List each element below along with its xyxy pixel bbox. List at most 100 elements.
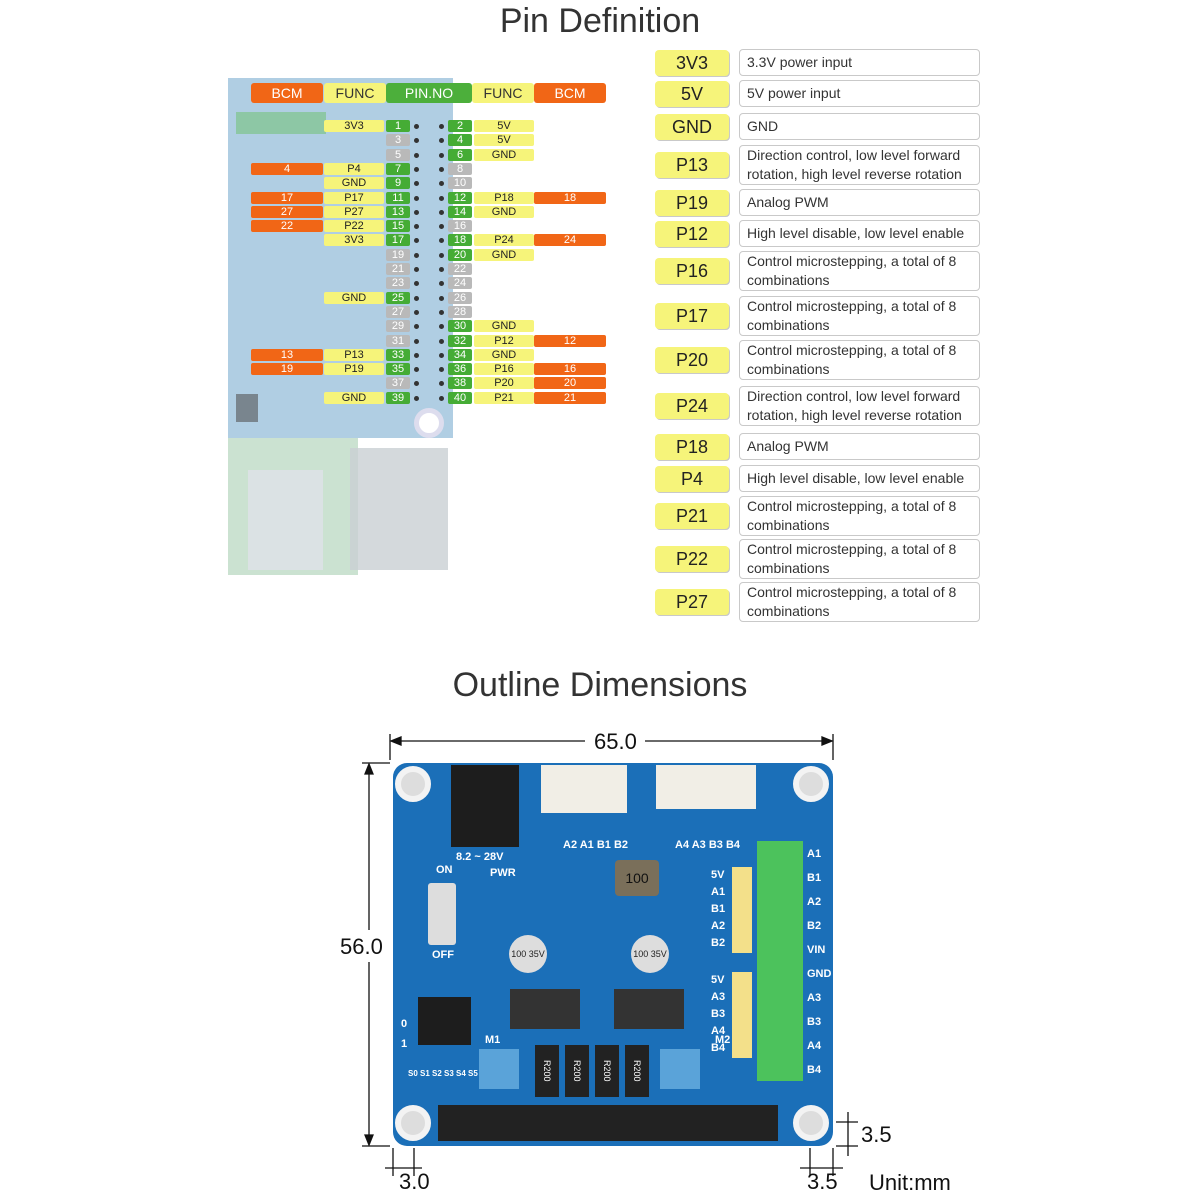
pin-definition-title: Pin Definition [499, 2, 701, 40]
pin-description: Control microstepping, a total of 8 comb… [739, 251, 980, 291]
pin-dot [414, 238, 419, 244]
pin-number-odd: 31 [386, 334, 410, 347]
pin-number-odd: 23 [386, 277, 410, 290]
pin-label: 5V [655, 80, 729, 107]
pin-dot [439, 381, 444, 387]
hat-board: A2 A1 B1 B2 A4 A3 B3 B4 8.2 ~ 28V PWR ON… [393, 763, 833, 1146]
dim-height: 56.0 [340, 934, 383, 959]
func-left-cell: P27 [324, 205, 384, 218]
pin-dot [414, 395, 419, 401]
pin-label: P22 [655, 546, 729, 572]
pin-dot [439, 252, 444, 258]
dim-unit: Unit:mm [869, 1170, 951, 1195]
potentiometer-1 [479, 1049, 519, 1089]
terminal-label: A4 [807, 1040, 822, 1052]
pin-dot [414, 166, 419, 172]
bcm-right-cell: 24 [534, 234, 606, 247]
func-left-cell: P17 [324, 191, 384, 204]
func-right-cell: P18 [474, 191, 534, 204]
pin-dot [414, 152, 419, 158]
connector-1 [541, 765, 627, 813]
pin-dot [414, 367, 419, 373]
pin-number-even: 30 [448, 320, 472, 333]
pin-dot [439, 166, 444, 172]
pin-dot [414, 338, 419, 344]
dim-width: 65.0 [594, 729, 637, 754]
pin-label: P18 [655, 433, 729, 460]
header-2-label: B4 [711, 1042, 726, 1054]
pin-label: P16 [655, 258, 729, 284]
resistor: R200 [625, 1045, 649, 1097]
resistor: R200 [565, 1045, 589, 1097]
func-left-cell: GND [324, 177, 384, 190]
pin-number-odd: 27 [386, 305, 410, 318]
pin-number-odd: 19 [386, 248, 410, 261]
func-left-cell: 3V3 [324, 120, 384, 132]
pin-dot [439, 209, 444, 215]
pin-number-odd: 7 [386, 162, 410, 175]
pin-number-odd: 15 [386, 220, 410, 233]
inductor: 100 [615, 860, 659, 896]
pin-dot [439, 309, 444, 315]
func-right-cell: 5V [474, 120, 534, 132]
pin-dot [414, 138, 419, 144]
header-2-label: 5V [711, 974, 725, 986]
pin-number-even: 16 [448, 220, 472, 233]
pin-number-even: 28 [448, 305, 472, 318]
pin-dot [439, 124, 444, 129]
pin-dot [414, 281, 419, 287]
func-right-cell: 5V [474, 134, 534, 147]
pin-number-odd: 1 [386, 120, 410, 132]
header-1-label: A1 [711, 886, 726, 898]
bcm-left-cell: 27 [251, 205, 323, 218]
pin-dot [439, 338, 444, 344]
pin-dot [439, 138, 444, 144]
pin-dot [414, 295, 419, 301]
pin-dot [414, 252, 419, 258]
pin-number-odd: 3 [386, 134, 410, 147]
pin-label: P13 [655, 152, 729, 178]
func-left-cell: 3V3 [324, 234, 384, 247]
func-left-cell: P4 [324, 162, 384, 175]
terminal-label: A1 [807, 848, 822, 860]
pin-number-even: 32 [448, 334, 472, 347]
terminal-block [757, 841, 803, 1081]
pin-number-even: 12 [448, 191, 472, 204]
pin-dot [414, 224, 419, 230]
pin-dot [439, 352, 444, 358]
pin-label: P27 [655, 589, 729, 615]
pin-description: GND [739, 113, 980, 140]
pin-dot [439, 395, 444, 401]
pin-number-odd: 29 [386, 320, 410, 333]
pin-dot [439, 224, 444, 230]
pin-dot [414, 209, 419, 215]
func-right-cell: GND [474, 320, 534, 333]
bcm-left-cell: 17 [251, 191, 323, 204]
pin-number-even: 20 [448, 248, 472, 261]
header-1 [732, 867, 752, 953]
func-right-cell: GND [474, 348, 534, 361]
pin-description: Direction control, low level forward rot… [739, 145, 980, 185]
driver-chip-2 [614, 989, 684, 1029]
pin-number-even: 18 [448, 234, 472, 247]
m1-label: M1 [485, 1034, 501, 1046]
pin-dot [414, 352, 419, 358]
pin-description: 5V power input [739, 80, 980, 107]
dip-label: S0 S1 S2 S3 S4 S5 [408, 1069, 478, 1078]
outline-dimensions-title: Outline Dimensions [452, 666, 748, 704]
dip-0-label: 0 [401, 1018, 408, 1030]
header-bcm-right: BCM [534, 83, 606, 103]
pin-description: Control microstepping, a total of 8 comb… [739, 496, 980, 536]
mount-hole [793, 766, 829, 802]
dip-1-label: 1 [401, 1038, 408, 1050]
terminal-label: A3 [807, 992, 822, 1004]
resistor: R200 [595, 1045, 619, 1097]
func-left-cell: P19 [324, 363, 384, 376]
bcm-left-cell: 19 [251, 363, 323, 376]
bcm-left-cell: 13 [251, 348, 323, 361]
pin-number-odd: 37 [386, 377, 410, 390]
header-func-right: FUNC [472, 83, 534, 103]
pin-number-odd: 5 [386, 148, 410, 161]
bcm-right-cell: 16 [534, 363, 606, 376]
